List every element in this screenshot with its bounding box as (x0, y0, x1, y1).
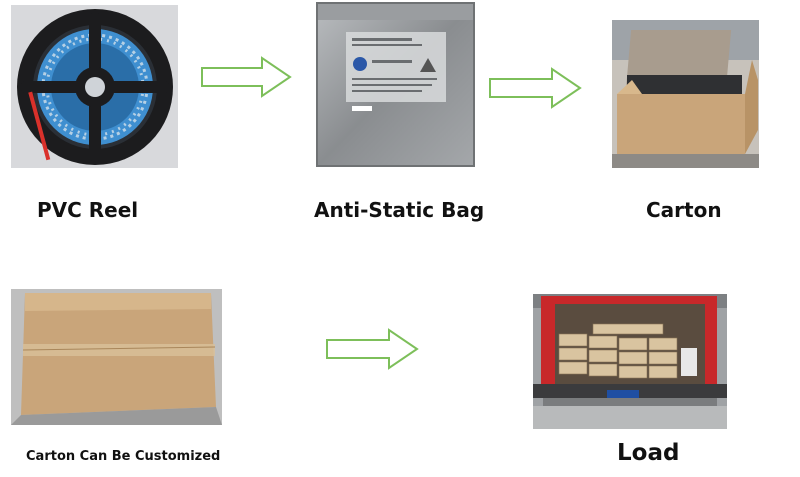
anti-static-bag-label: Anti-Static Bag (314, 198, 485, 222)
pvc-reel-label: PVC Reel (37, 198, 139, 222)
arrow-right-icon (200, 56, 293, 98)
custom-carton-photo (11, 289, 222, 425)
pvc-reel-photo (11, 5, 178, 168)
custom-carton-label: Carton Can Be Customized (26, 449, 221, 464)
arrow-right-icon (325, 328, 420, 370)
carton-label: Carton (646, 198, 722, 222)
arrow-right-icon (488, 67, 583, 109)
truck-load-photo (533, 294, 727, 429)
carton-photo (612, 20, 759, 168)
load-label: Load (617, 440, 680, 466)
anti-static-bag-photo (316, 2, 475, 167)
